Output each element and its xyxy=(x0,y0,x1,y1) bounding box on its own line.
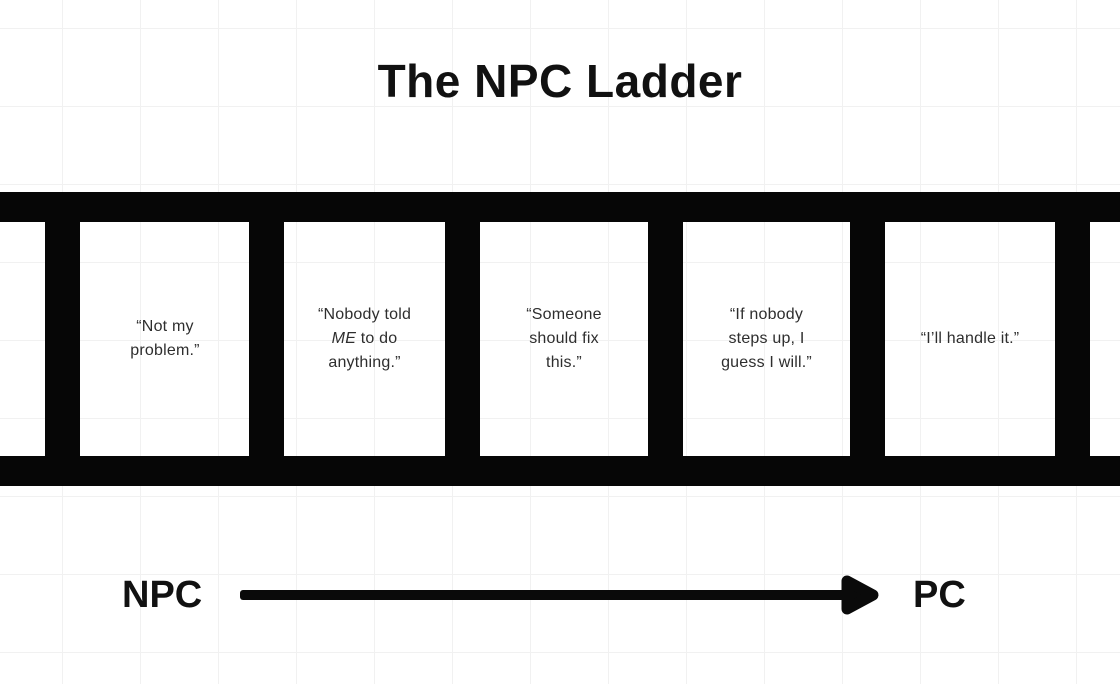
ladder-rung xyxy=(45,192,80,486)
ladder-rung xyxy=(850,192,885,486)
quote-text: “If nobody steps up, I guess I will.” xyxy=(721,306,812,371)
ladder-step-5: “I’ll handle it.” xyxy=(885,222,1055,456)
pc-label: PC xyxy=(913,574,966,616)
quote-text: “Someone should fix this.” xyxy=(526,306,602,371)
ladder-step-3: “Someone should fix this.” xyxy=(480,222,648,456)
ladder-step-2: “Nobody told ME to do anything.” xyxy=(284,222,445,456)
ladder-bottom-rail xyxy=(0,456,1120,486)
page-title: The NPC Ladder xyxy=(377,55,743,107)
ladder-rung xyxy=(249,192,284,486)
ladder-rung xyxy=(648,192,683,486)
quote-text: “I’ll handle it.” xyxy=(920,330,1020,347)
ladder-rung xyxy=(445,192,480,486)
ladder-step-4: “If nobody steps up, I guess I will.” xyxy=(683,222,850,456)
ladder-rung xyxy=(1055,192,1090,486)
arrow-right-icon xyxy=(240,590,852,600)
quote-text: “Nobody told ME to do anything.” xyxy=(317,306,412,371)
ladder-top-rail xyxy=(0,192,1120,222)
npc-label: NPC xyxy=(122,574,203,616)
ladder-step-1: “Not my problem.” xyxy=(81,222,249,456)
quote-text: “Not my problem.” xyxy=(130,318,200,359)
ladder: “Not my problem.” “Nobody told ME to do … xyxy=(0,192,1120,486)
arrow-head-icon xyxy=(841,575,879,615)
